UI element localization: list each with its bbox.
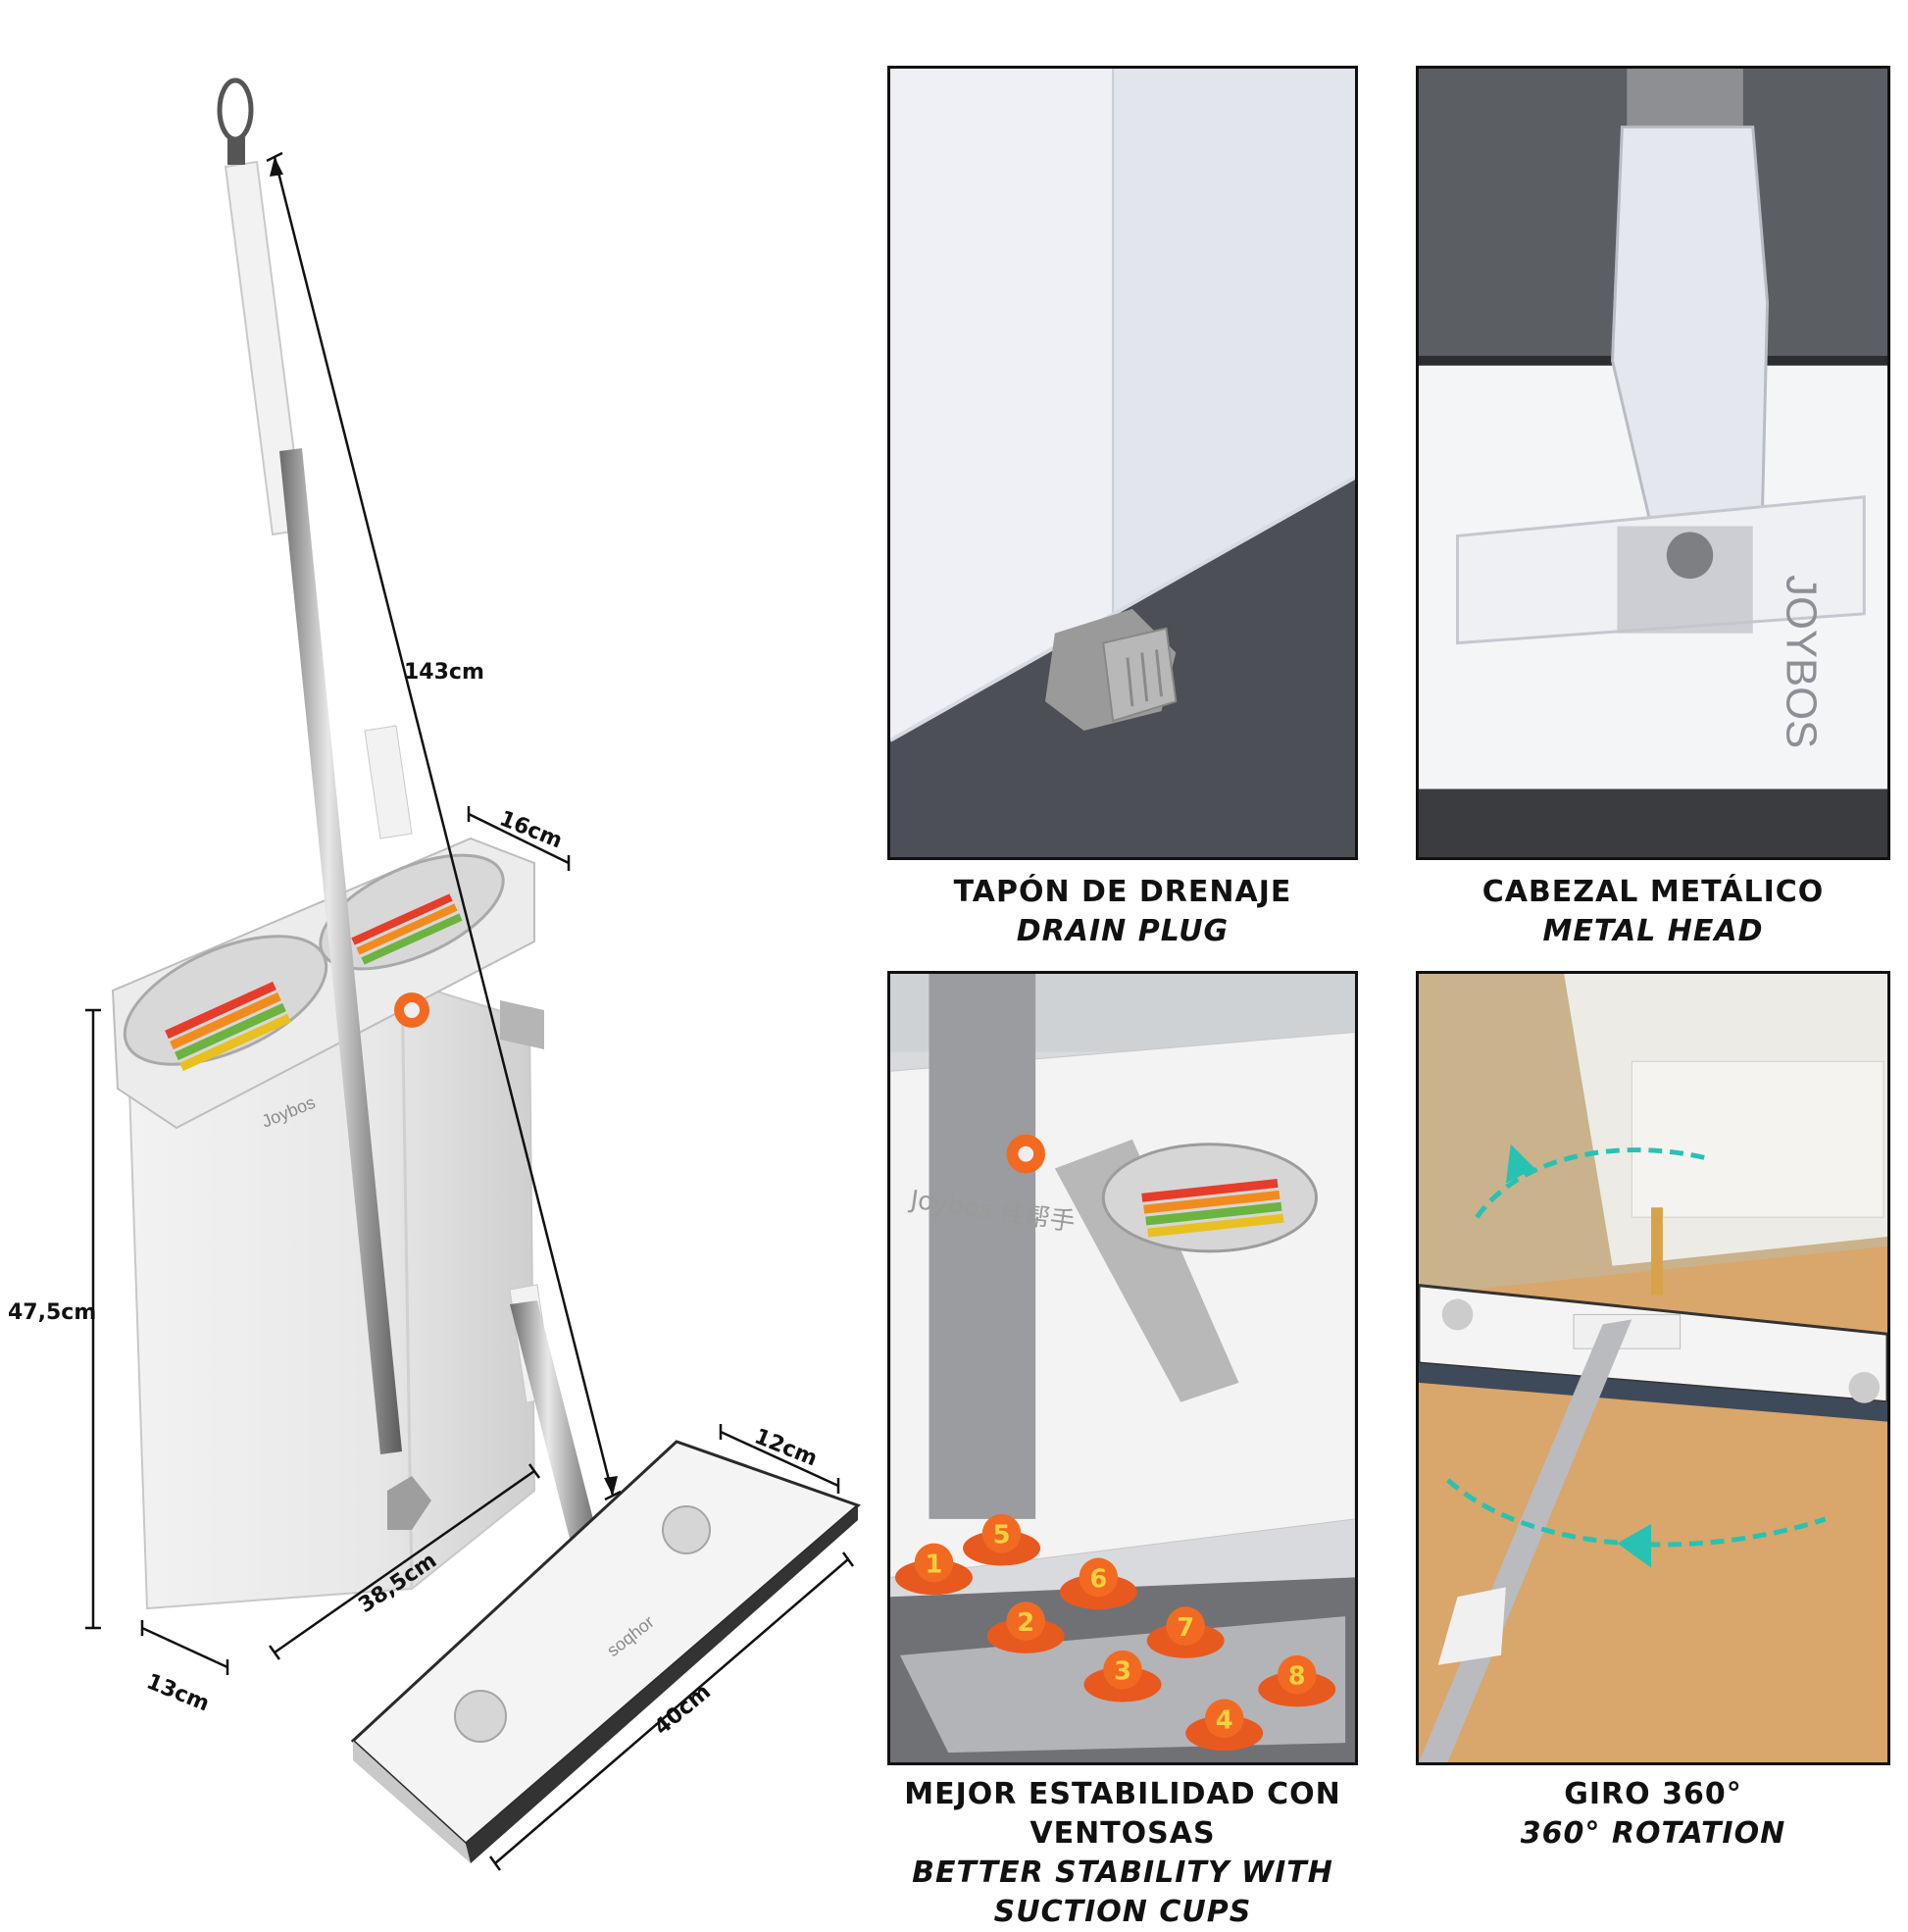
caption-es: GIRO 360° xyxy=(1564,1777,1742,1811)
product-illustration: Joybos soqhor 143cm 16cm 47,5cm 3 xyxy=(8,77,861,1871)
cup-number: 1 xyxy=(926,1550,943,1579)
cup-number: 2 xyxy=(1017,1608,1034,1638)
suction-pad-icon xyxy=(1848,1371,1881,1403)
panel-metal-head: JOYBOS xyxy=(1416,66,1890,860)
caption-en: BETTER STABILITY WITH SUCTION CUPS xyxy=(912,1856,1333,1929)
cup-number: 7 xyxy=(1177,1613,1194,1643)
magnet-icon xyxy=(1666,532,1714,580)
dimension-lines xyxy=(85,151,855,1871)
caption-suction-cups: MEJOR ESTABILIDAD CON VENTOSAS BETTER ST… xyxy=(843,1775,1402,1932)
caption-en: 360° ROTATION xyxy=(1520,1816,1786,1851)
dim-mop-length: 143cm xyxy=(404,660,484,685)
roller-brush-icon xyxy=(165,893,463,1072)
caption-en: METAL HEAD xyxy=(1542,914,1764,948)
drain-plug-icon xyxy=(387,1476,431,1530)
caption-metal-head: CABEZAL METÁLICO METAL HEAD xyxy=(1416,873,1890,951)
caption-en: DRAIN PLUG xyxy=(1016,914,1230,948)
drain-plug-icon xyxy=(1045,608,1178,731)
dim-bucket-depth-top: 16cm xyxy=(496,806,566,853)
cup-number: 5 xyxy=(993,1521,1011,1551)
panel-drain-plug xyxy=(887,66,1358,860)
suction-pad-icon xyxy=(454,1690,507,1743)
dim-bucket-height: 47,5cm xyxy=(8,1300,96,1325)
suction-cup-icon: 1 2 3 4 5 6 7 8 xyxy=(894,1513,1336,1752)
caption-es: CABEZAL METÁLICO xyxy=(1481,875,1825,909)
cup-number: 4 xyxy=(1216,1705,1233,1735)
dim-mop-head-depth: 12cm xyxy=(751,1424,821,1471)
caption-360-rotation: GIRO 360° 360° ROTATION xyxy=(1416,1775,1890,1854)
hanging-loop-icon xyxy=(217,77,254,142)
cup-number: 8 xyxy=(1288,1662,1306,1692)
cup-number: 6 xyxy=(1089,1564,1107,1594)
caption-es: MEJOR ESTABILIDAD CON VENTOSAS xyxy=(904,1777,1341,1851)
caption-drain-plug: TAPÓN DE DRENAJE DRAIN PLUG xyxy=(887,873,1358,951)
cup-number: 3 xyxy=(1114,1657,1131,1687)
metal-head-brand: JOYBOS xyxy=(1777,575,1824,748)
bucket: Joybos xyxy=(111,837,544,1610)
panel-suction-cups: Joybos 佳帮手 1 2 3 4 5 6 7 8 xyxy=(887,971,1358,1765)
suction-pad-icon xyxy=(1441,1298,1474,1331)
dim-bucket-depth-bottom: 13cm xyxy=(143,1669,213,1716)
panel-360-rotation xyxy=(1416,971,1890,1765)
caption-es: TAPÓN DE DRENAJE xyxy=(953,875,1292,909)
mop-head: soqhor xyxy=(350,1440,861,1863)
suction-pad-icon xyxy=(662,1505,711,1554)
